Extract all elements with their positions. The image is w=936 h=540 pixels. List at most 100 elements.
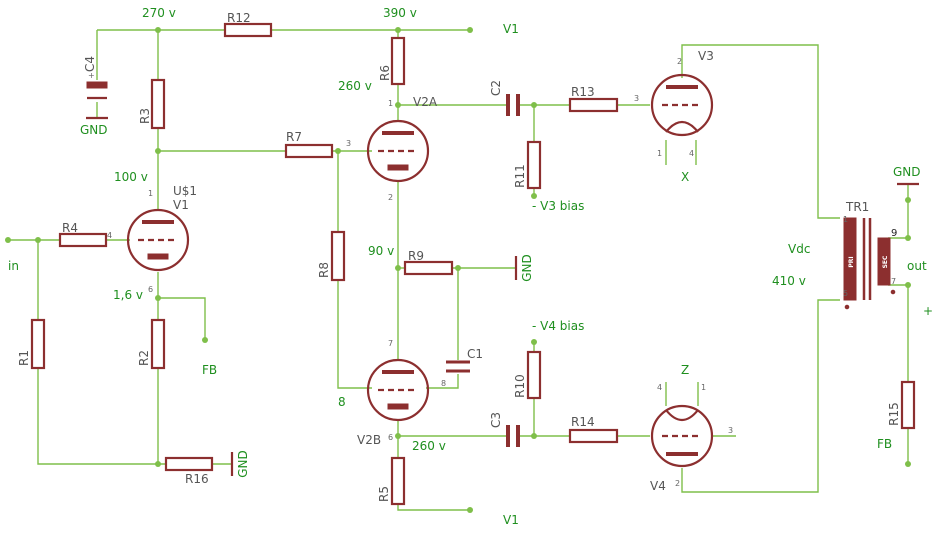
tube-v2b [366,358,430,422]
pin-v2b-8: 8 [441,379,446,388]
label-c4: C4 [83,56,97,72]
capacitor-c2 [506,94,520,116]
net-label-270v: 270 v [142,6,176,20]
capacitors [86,81,520,447]
pin-v3-2: 2 [677,57,682,66]
resistor-r14 [568,428,619,444]
pin-tr1-7: 7 [891,277,896,286]
pin-v2b-6: 6 [388,433,393,442]
resistor-r3 [150,78,166,130]
resistor-r10 [526,350,542,400]
wires [8,29,909,511]
resistor-r4 [58,232,108,248]
net-label-260v-a: 260 v [338,79,372,93]
ground-symbols [86,116,919,476]
capacitor-c3 [506,425,520,447]
junction [531,193,537,199]
net-label-node8: 8 [338,395,346,409]
junction [905,235,911,241]
wire-v4-plate-tr1 [681,299,840,493]
junction [335,148,341,154]
part-labels: R12 R3 R6 R7 R13 R11 R4 R8 R9 R1 R2 R10 … [17,11,901,502]
wire-v3-plate-tr1 [681,44,840,219]
net-label-v1-top: V1 [503,22,519,36]
net-label-390v: 390 v [383,6,417,20]
net-label-1-6v: 1,6 v [113,288,143,302]
tr1-sec-label: SEC [882,255,889,268]
resistor-r8 [330,230,346,282]
capacitor-c4 [86,81,108,100]
pin-tr1-1: 1 [843,215,848,224]
label-v1-tube: V1 [173,198,189,212]
net-label-x: X [681,170,689,184]
label-c2: C2 [489,80,503,96]
net-label-fb-left: FB [202,363,217,377]
pin-v4-2: 2 [675,479,680,488]
junction [202,337,208,343]
net-label-gnd-r9: GND [520,254,534,282]
resistor-r11 [526,140,542,190]
resistor-r7 [284,143,334,159]
label-r1: R1 [17,350,31,366]
wire-c1-bottom [426,374,459,389]
pin-v1-1: 1 [148,189,153,198]
label-v2b: V2B [357,433,381,447]
label-r3: R3 [138,108,152,124]
pin-v4-1: 1 [701,383,706,392]
wire-fb-left [158,297,206,340]
junction [531,102,537,108]
pin-v2a-3: 3 [346,139,351,148]
pin-v2b-7: 7 [388,339,393,348]
pin-v2a-2: 2 [388,193,393,202]
junction [395,102,401,108]
resistor-r16 [164,456,214,472]
pin-tr1-9: 9 [891,228,897,239]
net-label-in: in [8,259,19,273]
junction [531,339,537,345]
label-r7: R7 [286,130,302,144]
pin-v3-4: 4 [689,149,694,158]
net-label-410v: 410 v [772,274,806,288]
label-v2a: V2A [413,95,438,109]
wire-r8-bottom [337,280,372,389]
label-us1: U$1 [173,184,197,198]
junction [395,265,401,271]
tube-v1 [126,208,190,272]
resistors [30,22,916,506]
label-r14: R14 [571,415,595,429]
tr1-primary-winding [843,217,857,301]
tubes [126,73,714,468]
pin-tr1-5: 5 [843,289,848,298]
wire-r1-bottom [37,368,166,465]
resistor-r15 [900,380,916,430]
junction [467,27,473,33]
label-r4: R4 [62,221,78,235]
label-r9: R9 [408,249,424,263]
junctions [5,27,911,513]
junction [155,461,161,467]
resistor-r13 [568,97,619,113]
net-label-100v: 100 v [114,170,148,184]
junction [5,237,11,243]
tr1-dot-primary [844,304,850,310]
junction [467,507,473,513]
net-label-v1-bottom: V1 [503,513,519,527]
pin-v2a-1: 1 [388,99,393,108]
label-r16: R16 [185,472,209,486]
label-v3: V3 [698,49,714,63]
resistor-r2 [150,318,166,370]
label-c3: C3 [489,412,503,428]
resistor-r12 [223,22,273,38]
tube-v3 [650,73,714,137]
pin-v3-3: 3 [634,94,639,103]
junction [905,461,911,467]
label-r5: R5 [377,486,391,502]
wire-r5-v1 [397,504,470,511]
net-label-90v: 90 v [368,244,394,258]
net-label-gnd-r16: GND [236,450,250,478]
junction [905,282,911,288]
tube-v4 [650,404,714,468]
junction [35,237,41,243]
junction [155,295,161,301]
